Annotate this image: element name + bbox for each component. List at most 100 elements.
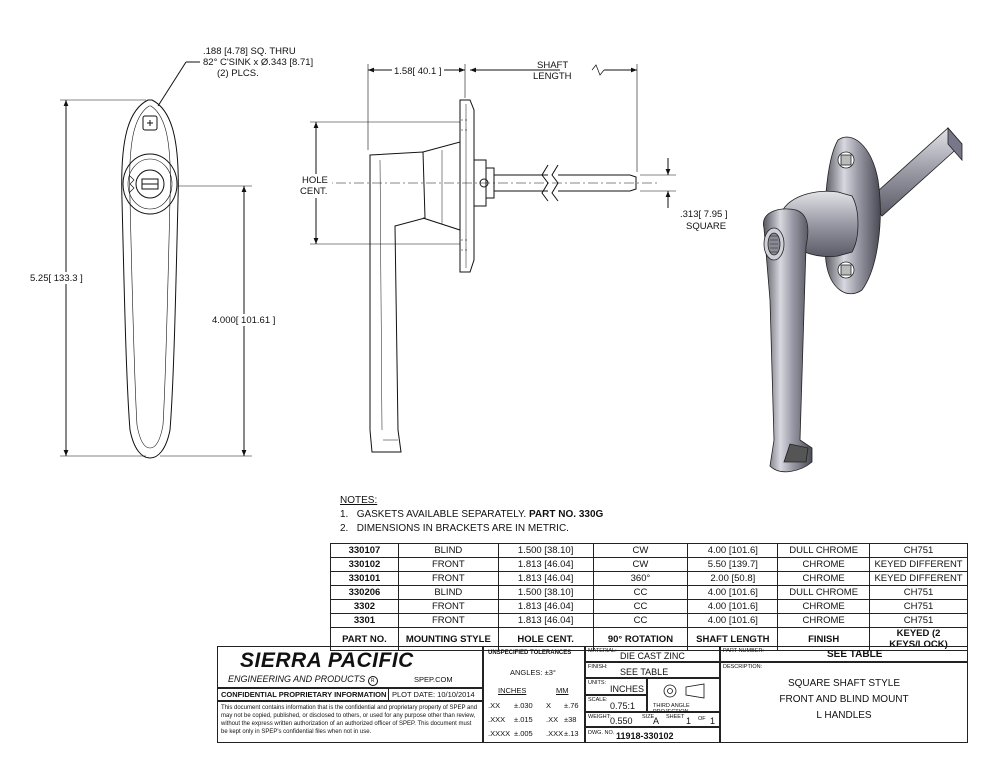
table-cell: CHROME — [777, 599, 871, 614]
table-cell: FRONT — [397, 599, 499, 614]
table-header-cell: MOUNTING STYLE — [397, 627, 499, 651]
tolerance-value: .XX — [488, 701, 501, 710]
table-cell: 4.00 [101.6] — [687, 585, 779, 600]
size-value: A — [653, 716, 660, 726]
table-header-cell: KEYED (2 KEYS/LOCK) — [869, 627, 968, 651]
tolerance-value: ±.030 — [514, 701, 533, 710]
note-item: 1. GASKETS AVAILABLE SEPARATELY. PART NO… — [340, 509, 603, 520]
dwg-no-value: 11918-330102 — [616, 731, 674, 741]
hole-callout-line2: 82° C'SINK x Ø.343 [8.71] — [203, 57, 313, 68]
table-cell: 1.813 [46.04] — [497, 557, 594, 572]
part-number-cell: 3301 — [330, 613, 399, 628]
divider — [388, 689, 389, 701]
tolerance-value: ±.13 — [564, 729, 579, 738]
disclaimer-text: This document contains information that … — [221, 705, 478, 735]
tolerance-value: .XX — [546, 715, 559, 724]
notes: NOTES: 1. GASKETS AVAILABLE SEPARATELY. … — [340, 495, 603, 537]
tolerance-value: ±.015 — [514, 715, 533, 724]
table-cell: 1.500 [38.10] — [497, 543, 594, 558]
table-cell: FRONT — [397, 613, 499, 628]
table-cell: CHROME — [777, 571, 871, 586]
material-label: MATERIAL: — [588, 648, 617, 654]
scale-value: 0.75:1 — [610, 701, 636, 711]
tolerance-value: X — [546, 701, 552, 710]
square-dim-line2: SQUARE — [686, 221, 726, 232]
table-cell: 4.00 [101.6] — [687, 543, 779, 558]
of-label: OF — [698, 716, 706, 722]
table-cell: 2.00 [50.8] — [687, 571, 779, 586]
table-cell: FRONT — [397, 557, 499, 572]
hole-cent-label-line2: CENT. — [300, 186, 327, 197]
table-cell: CC — [592, 613, 689, 628]
material-value: DIE CAST ZINC — [620, 651, 685, 661]
table-cell: 1.813 [46.04] — [497, 599, 594, 614]
square-dim-line1: .313[ 7.95 ] — [680, 209, 728, 220]
part-number-cell: 330206 — [330, 585, 399, 600]
drawing-area: 5.25[ 133.3 ] 4.000[ 101.61 ] .188 [4.78… — [28, 46, 963, 473]
mm-header: MM — [556, 686, 569, 695]
table-cell: CW — [592, 543, 689, 558]
angles-tolerance: ANGLES: ±3° — [510, 668, 556, 677]
tolerance-value: ±38 — [564, 715, 577, 724]
note-number: 2. — [340, 523, 349, 534]
sheet-value: 1 — [686, 716, 692, 726]
front-view — [60, 61, 252, 459]
tolerance-value: ±.005 — [514, 729, 533, 738]
description-label: DESCRIPTION: — [723, 664, 763, 670]
tolerances-block: UNSPECIFIED TOLERANCES ANGLES: ±3° INCHE… — [483, 646, 585, 743]
part-number-cell: PART NUMBER: SEE TABLE — [720, 646, 968, 662]
description-line: FRONT AND BLIND MOUNT — [779, 694, 909, 705]
table-header-cell: SHAFT LENGTH — [687, 627, 779, 651]
finish-label: FINISH: — [588, 664, 608, 670]
table-cell: 1.813 [46.04] — [497, 571, 594, 586]
table-cell: BLIND — [397, 543, 499, 558]
units-label: UNITS: — [588, 680, 607, 686]
dim-bg — [300, 174, 332, 198]
description-line: SQUARE SHAFT STYLE — [787, 678, 901, 689]
tolerance-value: .XXXX — [488, 729, 511, 738]
part-number-value: SEE TABLE — [827, 649, 883, 660]
table-cell: 4.00 [101.6] — [687, 613, 779, 628]
weight-row: WEIGHT: 0.550 SIZE A SHEET 1 OF 1 — [585, 712, 720, 727]
part-number-cell: 3302 — [330, 599, 399, 614]
company-subtitle: ENGINEERING AND PRODUCTS — [228, 674, 366, 684]
table-cell: CW — [592, 557, 689, 572]
offset-dim: 1.58[ 40.1 ] — [394, 66, 442, 77]
table-cell: CHROME — [777, 557, 871, 572]
weight-value: 0.550 — [610, 716, 633, 726]
company-name: SIERRA PACIFIC — [240, 649, 414, 672]
description-line: L HANDLES — [816, 710, 872, 721]
finish-cell: FINISH: SEE TABLE — [585, 662, 720, 678]
table-cell: CH751 — [869, 543, 968, 558]
table-cell: BLIND — [397, 585, 499, 600]
registered-mark-icon: R — [367, 676, 378, 686]
units-value: INCHES — [610, 684, 645, 694]
table-cell: KEYED DIFFERENT — [869, 557, 968, 572]
confidential-label: CONFIDENTIAL PROPRIETARY INFORMATION — [221, 690, 387, 699]
finish-value: SEE TABLE — [620, 667, 669, 677]
company-subtitle-row: ENGINEERING AND PRODUCTS R — [228, 674, 378, 686]
hole-callout-line1: .188 [4.78] SQ. THRU — [203, 46, 296, 57]
tolerance-value: .XXX — [546, 729, 564, 738]
shaft-length-label-line1: SHAFT — [537, 60, 568, 71]
tolerance-value: .XXX — [488, 715, 506, 724]
description-cell: DESCRIPTION: SQUARE SHAFT STYLE FRONT AN… — [720, 662, 968, 743]
plot-date: PLOT DATE: 10/10/2014 — [392, 690, 475, 699]
table-header-cell: 90° ROTATION — [592, 627, 689, 651]
hole-cent-label-line1: HOLE — [302, 175, 328, 186]
description-text: SQUARE SHAFT STYLE FRONT AND BLIND MOUNT… — [721, 676, 967, 724]
tolerances-title: UNSPECIFIED TOLERANCES — [488, 650, 572, 656]
scale-label: SCALE: — [588, 697, 608, 703]
table-cell: 360° — [592, 571, 689, 586]
side-view — [300, 64, 676, 453]
hole-callout-line3: (2) PLCS. — [217, 68, 259, 79]
scale-cell: SCALE: 0.75:1 — [585, 695, 647, 712]
disclaimer-block: This document contains information that … — [217, 701, 483, 743]
note-text: GASKETS AVAILABLE SEPARATELY. — [356, 509, 529, 520]
sheet-total: 1 — [710, 716, 716, 726]
